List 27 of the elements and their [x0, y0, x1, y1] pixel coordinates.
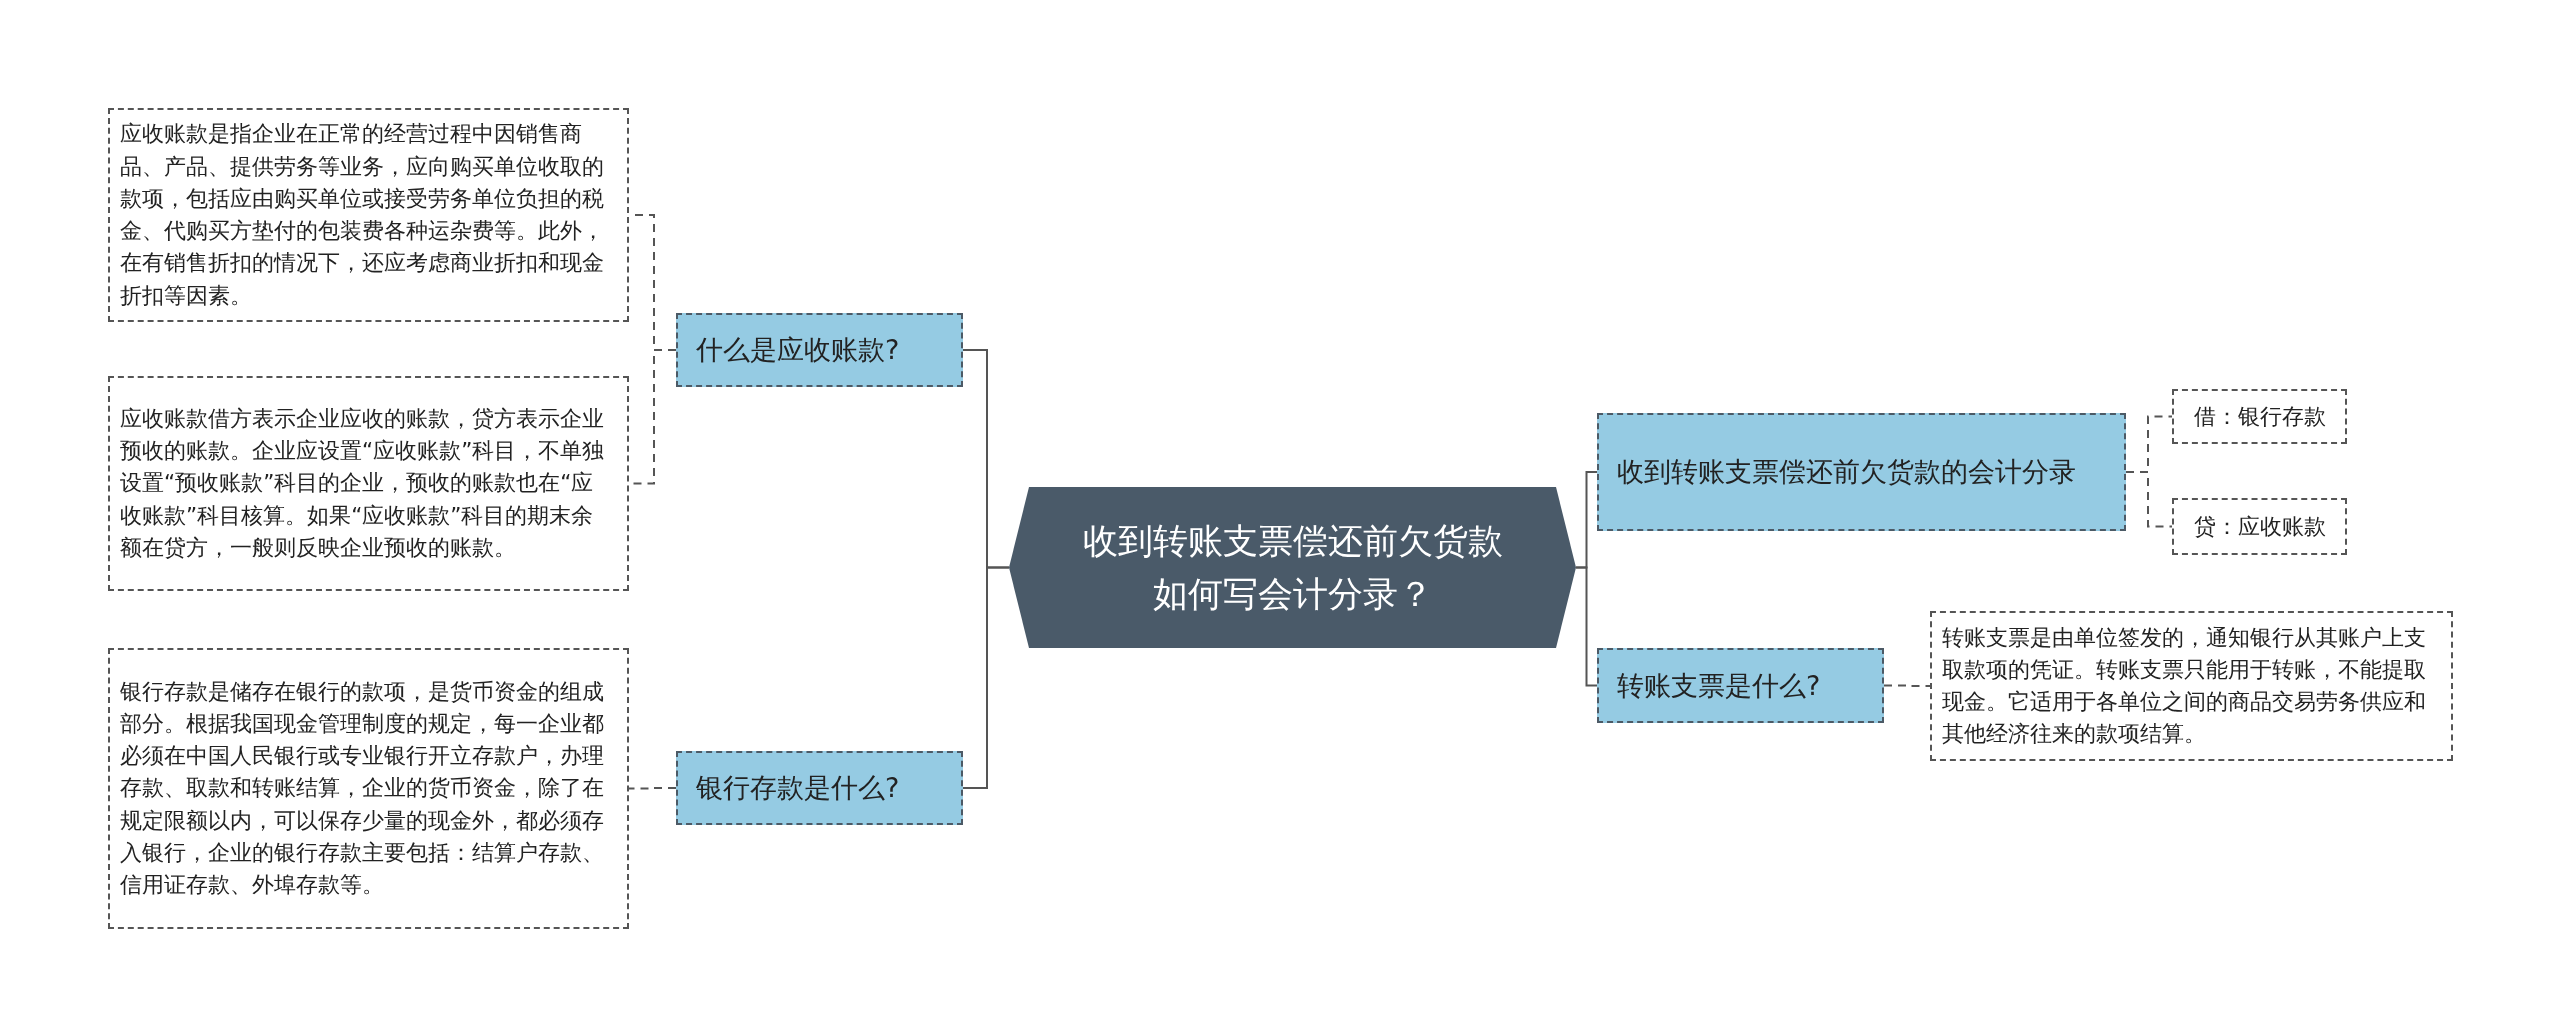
- topic-box: [1597, 648, 1884, 723]
- topic-box: [676, 313, 963, 387]
- note-box: [108, 376, 629, 591]
- node-text: 转账支票是由单位签发的，通知银行从其账户上支取款项的凭证。转账支票只能用于转账，不能提取现金。它适用于各单位之间的商品交易劳务供应和其他经济往来的款项结算。: [1942, 623, 2427, 749]
- entry-box: [2172, 389, 2347, 444]
- node-text: 什么是应收账款?: [696, 333, 900, 368]
- note-box: [108, 108, 629, 322]
- entry-box: [2172, 498, 2347, 555]
- node-text: 收到转账支票偿还前欠货款的会计分录: [1617, 455, 2076, 490]
- node-text: 贷：应收账款: [2193, 512, 2326, 541]
- topic-box: [676, 751, 963, 825]
- node-text: 银行存款是储存在银行的款项，是货币资金的组成部分。根据我国现金管理制度的规定，每一企业都必须在中国人民银行或专业银行开立存款户，办理存款、取款和转账结算，企业的货币资金，除了在规定限额以内，可以保存少量的现金外，都必须存入银行，企业的银行存款主要包括：结算户存款、信用证存款、外埠存款等。: [120, 677, 605, 900]
- note-box: [108, 648, 629, 929]
- node-text: 收到转账支票偿还前欠货款如何写会计分录？: [1081, 520, 1504, 616]
- connector-line: [1883, 684, 1931, 687]
- node-text: 借：银行存款: [2193, 402, 2326, 431]
- node-text: 转账支票是什么?: [1617, 668, 1821, 703]
- connector-line: [628, 787, 677, 790]
- note-box: [1930, 611, 2453, 761]
- node-text: 银行存款是什么?: [696, 771, 900, 806]
- node-text: 应收账款借方表示企业应收的账款，贷方表示企业预收的账款。企业应设置“应收账款”科目，不单独设置“预收账款”科目的企业，预收的账款也在“应收账款”科目核算。如果“应收账款”科目的期末余额在贷方，一般则反映企业预收的账款。: [120, 404, 606, 562]
- central-topic: [1009, 487, 1576, 648]
- node-text: 应收账款是指企业在正常的经营过程中因销售商品、产品、提供劳务等业务，应向购买单位收取的款项，包括应由购买单位或接受劳务单位负担的税金、代购买方垫付的包装费各种运杂费等。此外，在有销售折扣的情况下，还应考虑商业折扣和现金折扣等因素。: [120, 120, 605, 310]
- connector-line: [1575, 566, 1598, 687]
- topic-box: [1597, 413, 2126, 531]
- connector-line: [2125, 471, 2173, 528]
- connector-line: [962, 566, 1010, 789]
